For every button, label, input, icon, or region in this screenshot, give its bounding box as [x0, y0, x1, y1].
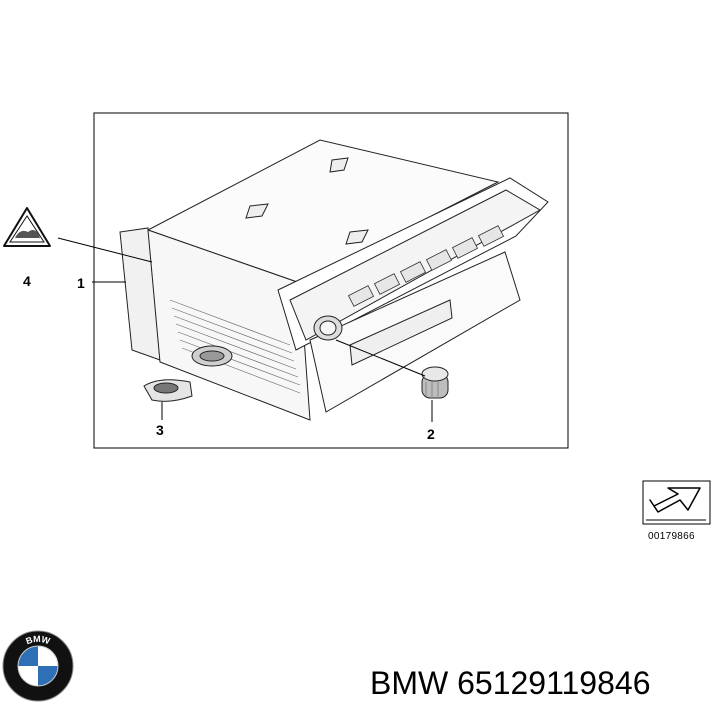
bmw-roundel-icon: BMW [2, 630, 74, 702]
callout-2: 2 [427, 426, 435, 442]
part-4-warning-label-icon [3, 207, 51, 247]
diagram-frame [93, 112, 569, 449]
part-caption: BMW 65129119846 [370, 665, 651, 701]
radio-unit-drawing [119, 139, 549, 421]
callout-3: 3 [156, 422, 164, 438]
reference-arrow-badge [642, 480, 711, 525]
part-2-knob [421, 366, 449, 399]
reference-code: 00179866 [648, 531, 695, 542]
logo-lettering: BMW [24, 634, 51, 646]
callout-4: 4 [23, 273, 31, 289]
part-3-clip [143, 379, 193, 402]
callout-1: 1 [77, 275, 85, 291]
leader-lines [57, 237, 433, 422]
